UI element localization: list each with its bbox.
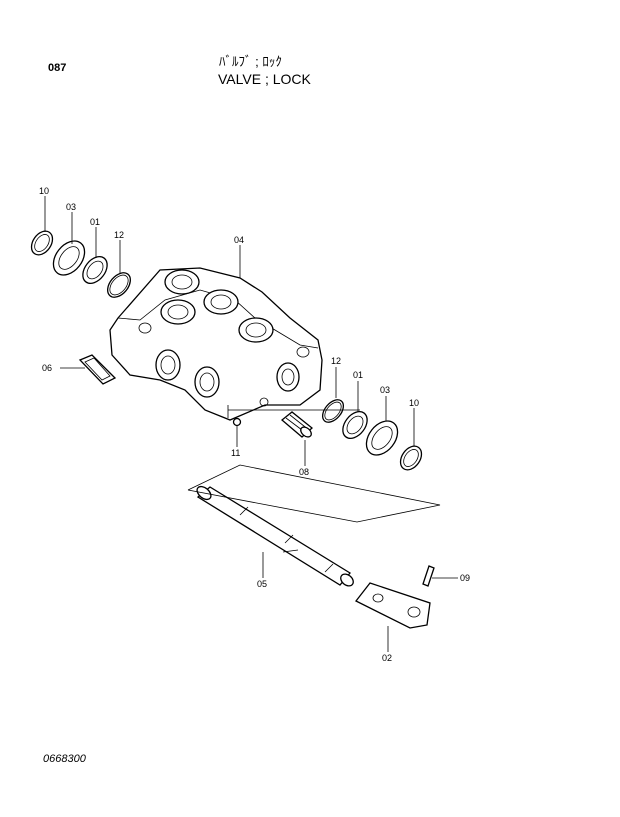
- snap-ring-10-left: [30, 230, 54, 256]
- callout-12-left: 12: [114, 230, 124, 240]
- name-plate-06: [78, 354, 117, 385]
- page-number: 087: [48, 62, 67, 74]
- callout-10-right: 10: [409, 398, 419, 408]
- callout-12-right: 12: [331, 356, 341, 366]
- title-japanese: ﾊﾞﾙﾌﾞ ; ﾛｯｸ: [219, 54, 282, 69]
- seal-01-left: [82, 256, 108, 284]
- callout-03-left: 03: [66, 202, 76, 212]
- callout-09: 09: [460, 573, 470, 583]
- backup-ring-03-right: [365, 420, 399, 456]
- callout-01-left: 01: [90, 217, 100, 227]
- plug-08: [280, 411, 314, 438]
- callout-08: 08: [299, 467, 309, 477]
- title-english: VALVE ; LOCK: [218, 71, 311, 87]
- callout-11: 11: [231, 448, 240, 458]
- document-number: 0668300: [43, 753, 86, 765]
- callout-05: 05: [257, 579, 267, 589]
- backup-ring-03-left: [52, 240, 86, 276]
- o-ring-12-left: [107, 272, 131, 298]
- snap-ring-10-right: [399, 445, 423, 471]
- callout-01-right: 01: [353, 370, 363, 380]
- callout-04: 04: [234, 235, 244, 245]
- callout-03-right: 03: [380, 385, 390, 395]
- callout-06: 06: [42, 363, 52, 373]
- spool-05: [196, 485, 354, 587]
- callout-10-left: 10: [39, 186, 49, 196]
- pin-09: [422, 565, 435, 587]
- valve-body-04: [109, 267, 323, 421]
- lever-plate-02: [355, 582, 431, 629]
- seal-01-right: [342, 411, 368, 439]
- o-ring-12-right: [321, 399, 345, 423]
- ball-11: [232, 417, 242, 427]
- callout-02: 02: [382, 653, 392, 663]
